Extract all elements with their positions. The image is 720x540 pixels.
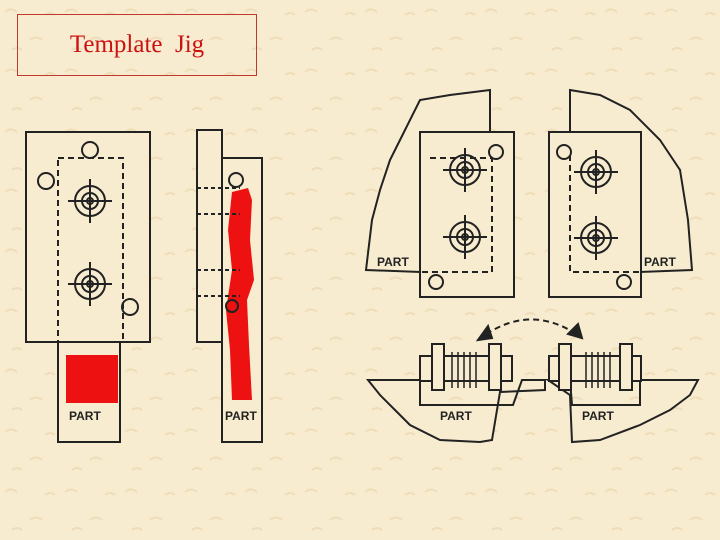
bushing-bottom — [68, 262, 112, 306]
template-plate — [419, 131, 515, 298]
locating-pin — [228, 172, 244, 188]
part-label: PART — [440, 409, 472, 423]
part-red-fill — [226, 188, 254, 400]
section-right: PART — [544, 343, 700, 444]
front-view: PART — [25, 131, 151, 443]
locating-pin — [616, 274, 632, 290]
part-red-fill — [66, 355, 118, 403]
template-plate — [25, 131, 151, 343]
flip-arrow — [475, 318, 584, 342]
template-plate-side — [196, 129, 223, 343]
part-section — [544, 379, 700, 444]
placement-left: PART — [364, 88, 515, 298]
locating-pin — [121, 298, 139, 316]
part-label: PART — [69, 409, 101, 423]
section-left: PART — [365, 343, 546, 444]
pin — [488, 343, 502, 391]
hidden-outline — [422, 157, 493, 273]
part-label: PART — [377, 255, 409, 269]
locating-pin — [37, 172, 55, 190]
side-view: PART — [196, 129, 263, 443]
part-label: PART — [582, 409, 614, 423]
locating-pin — [428, 274, 444, 290]
bushing-bottom — [574, 216, 618, 260]
pin — [431, 343, 445, 391]
drill-holes — [197, 187, 240, 297]
title-box: Template Jig — [17, 14, 257, 76]
bushing-top — [443, 148, 487, 192]
bushing-bottom — [443, 215, 487, 259]
bushing-top — [574, 150, 618, 194]
locating-pin — [81, 141, 99, 159]
pin — [558, 343, 572, 391]
pin — [619, 343, 633, 391]
slide-title: Template Jig — [69, 31, 205, 58]
bushing-top — [68, 179, 112, 223]
drill-bushing-hatch — [585, 352, 611, 388]
drill-bushing-hatch — [451, 352, 477, 388]
part-section — [365, 379, 546, 444]
hidden-outline — [569, 155, 640, 273]
part-label: PART — [644, 255, 676, 269]
placement-right: PART — [548, 88, 694, 298]
locating-pin — [225, 299, 239, 313]
locating-pin — [556, 144, 572, 160]
part-label: PART — [225, 409, 257, 423]
locating-pin — [488, 144, 504, 160]
